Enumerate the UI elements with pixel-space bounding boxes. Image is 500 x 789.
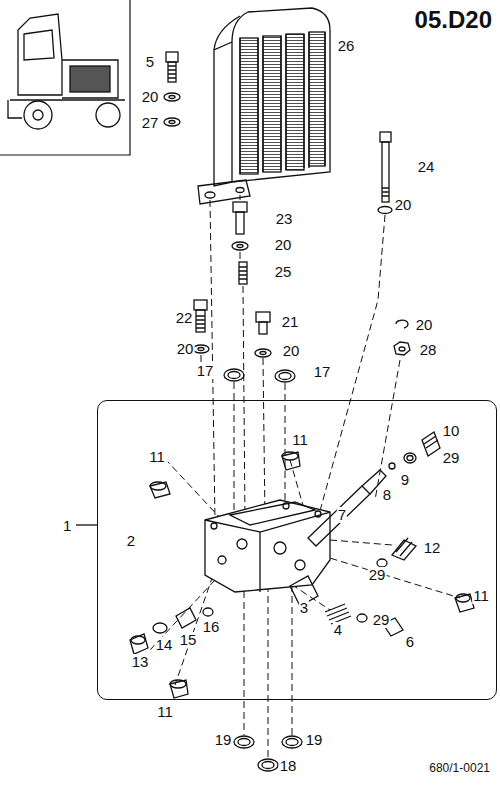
callout-number: 20 [394,197,413,213]
callout-number: 18 [279,758,298,774]
callout-number: 11 [148,449,166,465]
callout-number: 15 [179,632,198,648]
callout-number: 27 [141,115,160,131]
callout-number: 6 [405,634,415,650]
callout-number: 28 [419,342,438,358]
callout-number: 5 [145,54,155,70]
callout-number: 16 [202,619,221,635]
callout-number: 7 [337,507,347,523]
callout-number: 11 [472,588,490,604]
drawing-number: 680/1-0021 [429,761,490,775]
callout-number: 26 [337,38,356,54]
callout-number: 2 [126,533,136,549]
callout-number: 20 [274,237,293,253]
callout-number: 24 [417,159,436,175]
callout-number: 10 [442,423,461,439]
callout-number: 23 [275,211,294,227]
callout-number: 20 [176,341,195,357]
callout-number: 29 [442,450,461,466]
callout-number: 29 [368,567,387,583]
callout-number: 8 [382,487,392,503]
callout-number: 20 [282,343,301,359]
callout-number: 25 [274,264,293,280]
callout-number: 29 [372,612,391,628]
callout-number: 12 [423,540,442,556]
callout-number: 20 [415,317,434,333]
callout-number: 21 [281,314,300,330]
callout-number: 20 [141,89,160,105]
callout-number: 13 [131,654,150,670]
callout-number: 9 [400,472,410,488]
callout-number: 4 [333,622,343,638]
callout-number: 11 [291,432,309,448]
callout-number: 1 [62,518,72,534]
callout-number: 11 [156,704,174,720]
callout-number: 3 [299,600,309,616]
sheet-title: 05.D20 [415,6,492,34]
callout-number: 22 [175,310,194,326]
callout-number: 19 [305,732,324,748]
callout-number: 17 [313,364,332,380]
callout-number: 19 [214,732,233,748]
callout-number: 14 [155,637,174,653]
callout-number: 17 [196,363,215,379]
